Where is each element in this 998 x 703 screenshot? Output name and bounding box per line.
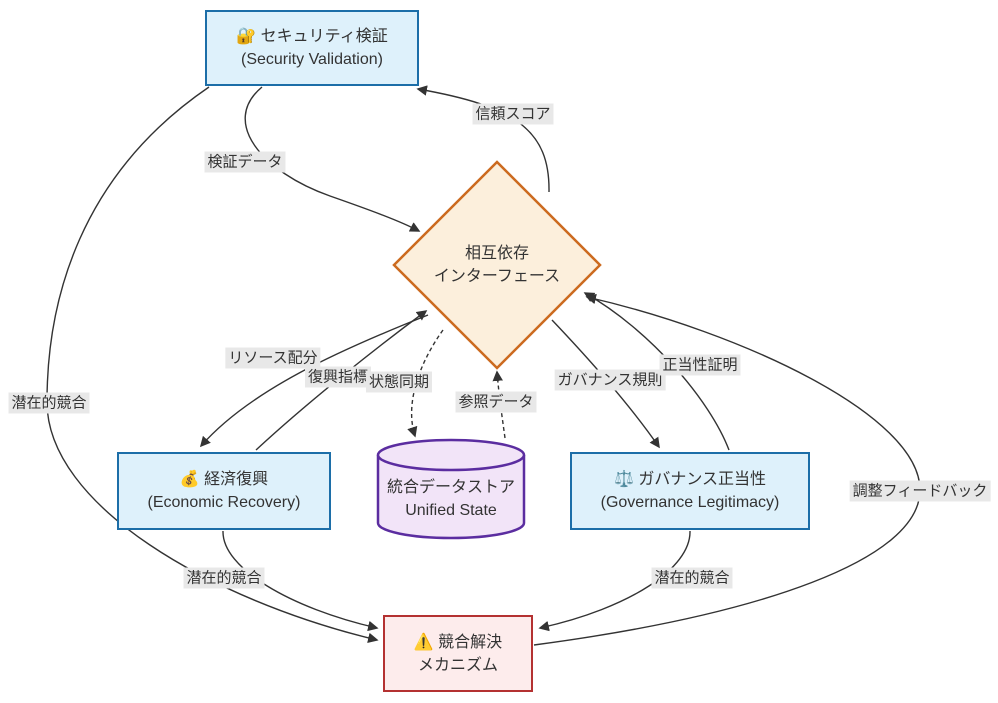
- edge-label-adjustment-feedback: 調整フィードバック: [849, 480, 991, 502]
- node-economic-recovery: 💰 経済復興 (Economic Recovery): [117, 452, 331, 530]
- edge-economic-to-conflict: [222, 530, 379, 632]
- edge-label-potential-conflict-bottom-right: 潜在的競合: [651, 567, 733, 589]
- datastore-cylinder-top: [376, 438, 526, 472]
- lock-icon: 🔐: [236, 28, 257, 45]
- edge-governance-to-conflict: [538, 530, 691, 632]
- node-interface-label-line2: インターフェース: [433, 268, 561, 285]
- node-security-label-en: (Security Validation): [241, 51, 383, 68]
- node-conflict-label-line2: メカニズム: [417, 656, 498, 674]
- edge-interface-to-economic: [199, 314, 429, 448]
- edge-label-recovery-indicators: 復興指標: [304, 366, 372, 388]
- node-governance-legitimacy: ⚖️ ガバナンス正当性 (Governance Legitimacy): [570, 452, 810, 530]
- edge-label-state-sync: 状態同期: [365, 371, 433, 393]
- node-datastore-label-ja: 統合データストア: [386, 479, 515, 496]
- edge-security-to-interface: [244, 86, 421, 232]
- edge-label-resource-allocation: リソース配分: [225, 347, 321, 369]
- node-interdependency-interface: 相互依存 インターフェース: [394, 162, 600, 368]
- node-security-validation: 🔐 セキュリティ検証 (Security Validation): [205, 10, 419, 86]
- edge-label-validation-data: 検証データ: [204, 151, 286, 173]
- node-conflict-label-ja: 競合解決: [438, 633, 503, 651]
- edge-label-legitimacy-proof: 正当性証明: [659, 354, 741, 376]
- node-economic-label-en: (Economic Recovery): [147, 494, 301, 511]
- edge-label-reference-data: 参照データ: [455, 391, 537, 413]
- edge-label-potential-conflict-bottom-left: 潜在的競合: [183, 567, 265, 589]
- node-governance-label-en: (Governance Legitimacy): [600, 494, 780, 511]
- node-interface-label-line1: 相互依存: [464, 245, 529, 262]
- node-economic-label-ja: 経済復興: [204, 471, 269, 488]
- datastore-cylinder-body: [376, 455, 526, 540]
- node-unified-datastore: 統合データストア Unified State: [378, 468, 524, 530]
- edge-label-trust-score: 信頼スコア: [472, 103, 554, 125]
- edge-label-potential-conflict-left: 潜在的競合: [8, 392, 90, 414]
- interface-diamond-shape: [392, 160, 602, 370]
- edge-label-governance-rules: ガバナンス規則: [554, 369, 666, 391]
- warning-icon: ⚠️: [413, 633, 434, 651]
- node-datastore-label-en: Unified State: [405, 502, 497, 519]
- node-conflict-resolution: ⚠️ 競合解決 メカニズム: [383, 615, 533, 692]
- money-bag-icon: 💰: [179, 471, 200, 488]
- node-security-label-ja: セキュリティ検証: [260, 28, 388, 45]
- scales-icon: ⚖️: [613, 471, 634, 488]
- node-governance-label-ja: ガバナンス正当性: [638, 471, 767, 488]
